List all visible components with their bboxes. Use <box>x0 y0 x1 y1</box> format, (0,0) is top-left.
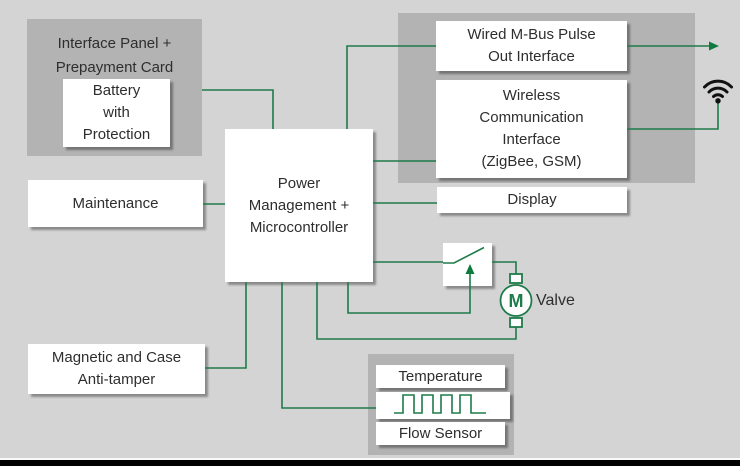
mbus-interface-block: Wired M-Bus Pulse Out Interface <box>436 21 627 71</box>
wireless-interface-label: Wireless Communication Interface (ZigBee… <box>479 87 584 170</box>
wifi-icon <box>703 79 733 104</box>
display-label: Display <box>507 191 557 208</box>
motor-icon: M <box>499 273 533 328</box>
wire-switch-to-motor <box>492 261 517 275</box>
arrow-right-icon <box>709 41 719 51</box>
power-management-label: Power Management + Microcontroller <box>248 174 350 236</box>
anti-tamper-label: Magnetic and Case Anti-tamper <box>51 349 182 388</box>
interface-panel-label: Interface Panel + Prepayment Card <box>55 35 174 76</box>
motor-letter: M <box>509 291 524 311</box>
motor-body <box>499 284 533 317</box>
maintenance-block: Maintenance <box>28 180 203 227</box>
motor-terminal-top <box>509 273 523 284</box>
valve-label: Valve <box>536 292 575 309</box>
relay-switch-block <box>443 243 492 286</box>
display-block: Display <box>437 187 627 213</box>
anti-tamper-block: Magnetic and Case Anti-tamper <box>28 344 205 394</box>
battery-block: Battery with Protection <box>63 79 170 147</box>
footer-bar <box>0 458 740 466</box>
mbus-interface-label: Wired M-Bus Pulse Out Interface <box>467 26 596 65</box>
flow-sensor-block: Flow Sensor <box>376 422 505 445</box>
wireless-interface-block: Wireless Communication Interface (ZigBee… <box>436 80 627 178</box>
flow-sensor-label: Flow Sensor <box>398 424 483 442</box>
temperature-label: Temperature <box>398 367 483 385</box>
power-management-block: Power Management + Microcontroller <box>225 129 373 282</box>
temperature-block: Temperature <box>376 365 505 388</box>
pulse-waveform-block <box>376 392 510 419</box>
wifi-dot <box>715 98 721 104</box>
wire-power-to-flow-sensor <box>281 282 376 409</box>
battery-label: Battery with Protection <box>82 82 151 143</box>
motor-terminal-bottom <box>509 317 523 328</box>
wire-power-to-anti-tamper <box>205 282 247 369</box>
wire-power-to-motor-return <box>316 282 517 340</box>
maintenance-label: Maintenance <box>72 194 159 212</box>
wire-interface-to-power <box>202 89 274 129</box>
